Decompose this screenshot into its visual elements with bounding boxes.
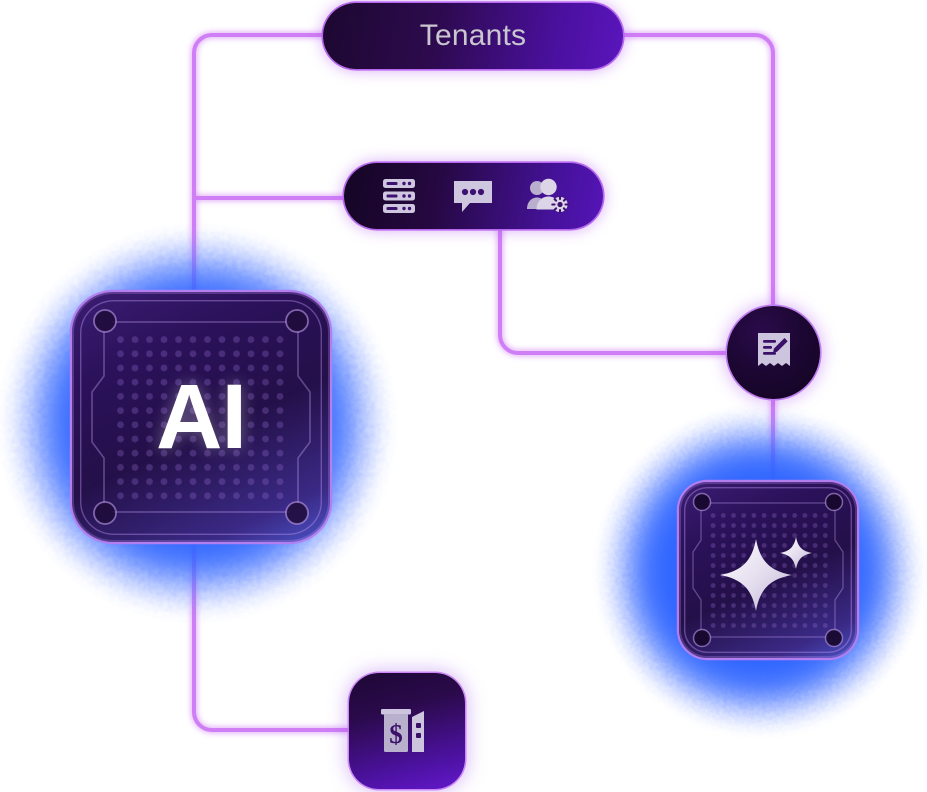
wire-tenants-to-billing bbox=[621, 33, 775, 308]
wire-ai-to-money bbox=[192, 543, 351, 732]
tenants-node[interactable]: Tenants bbox=[323, 3, 623, 69]
tenants-label: Tenants bbox=[419, 19, 527, 52]
sparkle-icon bbox=[720, 537, 812, 611]
sparkle-icon-group bbox=[679, 482, 857, 658]
ai-chip-die[interactable]: AI bbox=[72, 292, 330, 542]
ai-chip[interactable]: AI bbox=[0, 212, 408, 634]
dollar-symbol: $ bbox=[389, 719, 403, 749]
billing-tile[interactable]: $ bbox=[349, 673, 465, 789]
users-gear-icon[interactable] bbox=[525, 176, 571, 216]
sparkle-chip[interactable] bbox=[585, 396, 927, 746]
wire-tenants-to-ai bbox=[192, 33, 325, 302]
services-node[interactable] bbox=[344, 163, 603, 229]
receipt-edit-icon bbox=[757, 332, 790, 366]
chat-bubble-icon[interactable] bbox=[450, 176, 496, 216]
wire-services-to-billing bbox=[498, 227, 729, 355]
ai-chip-circuitry bbox=[91, 309, 311, 525]
ai-chip-label: AI bbox=[156, 365, 247, 468]
server-rack-icon[interactable] bbox=[376, 176, 422, 216]
money-building-icon: $ bbox=[381, 709, 424, 752]
billing-badge[interactable] bbox=[727, 306, 820, 399]
sparkle-chip-die[interactable] bbox=[679, 482, 857, 658]
